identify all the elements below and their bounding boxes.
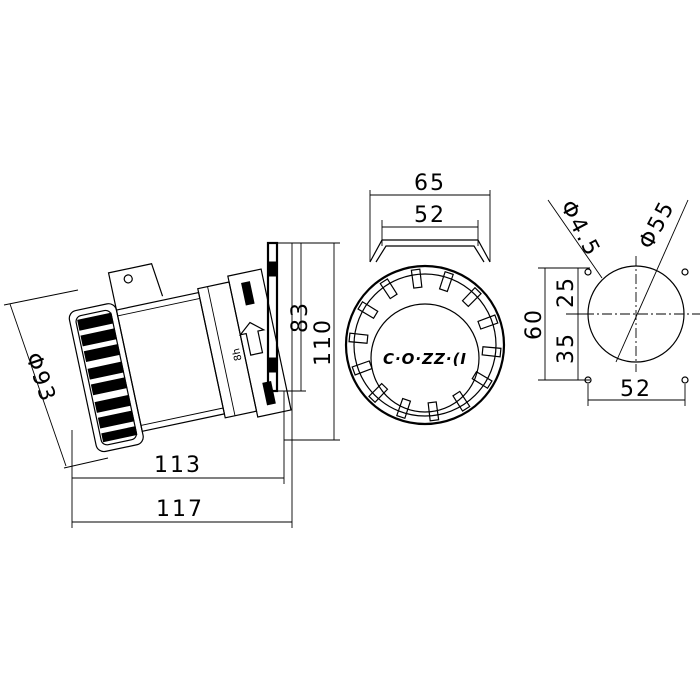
side-view-flange (266, 241, 279, 393)
front-view-outer-ring (344, 264, 506, 426)
front-view-rib (357, 300, 379, 320)
dim-117: 117 (156, 497, 204, 522)
dim-110: 110 (311, 318, 336, 366)
front-view-rib (481, 346, 502, 358)
side-view-marking: 8h (231, 347, 244, 362)
front-view-rib (348, 332, 369, 344)
dim-diameter-93: Φ93 (20, 350, 60, 407)
front-view-rib (477, 314, 499, 330)
mount-hole-top-left (584, 268, 592, 276)
side-view-dimensions: 83 110 113 117 Φ93 (3, 242, 340, 528)
front-view-rib (351, 360, 373, 376)
mounting-view-dimensions: Φ4.5 Φ55 60 25 35 52 (522, 196, 689, 406)
dim-cutout-diameter: Φ55 (634, 196, 680, 253)
front-view-rib (438, 270, 454, 293)
front-view-rib (427, 401, 440, 422)
side-view-body: 8h (68, 263, 292, 453)
front-view-rib (410, 268, 423, 289)
front-view-ribs (348, 268, 502, 422)
mount-hole-bottom-right (681, 376, 689, 384)
knurl-ridges (77, 312, 138, 443)
front-view-rib (461, 286, 482, 308)
dim-hole-diameter: Φ4.5 (555, 196, 605, 261)
front-view-rib (471, 370, 493, 390)
dim-52-front: 52 (414, 203, 446, 228)
dim-25: 25 (554, 276, 579, 308)
front-view-rib (452, 390, 471, 412)
front-view-rib (396, 397, 412, 420)
front-view-dimensions: 65 52 (369, 171, 491, 262)
dim-65: 65 (414, 171, 446, 196)
front-view-rib (379, 278, 398, 300)
side-view: 8h 83 110 113 (3, 241, 340, 528)
front-view-logo: C·O·ZZ·(I (383, 350, 467, 368)
dim-35: 35 (554, 332, 579, 364)
mount-hole-top-right (681, 268, 689, 276)
dim-60: 60 (522, 308, 547, 340)
dim-113: 113 (154, 453, 202, 478)
front-view-rib (368, 382, 389, 404)
mounting-view: Φ4.5 Φ55 60 25 35 52 (522, 196, 700, 406)
dim-52-mount: 52 (620, 377, 652, 402)
front-view-inner-disc (370, 303, 480, 413)
front-view: C·O·ZZ·(I 65 52 (344, 171, 506, 426)
